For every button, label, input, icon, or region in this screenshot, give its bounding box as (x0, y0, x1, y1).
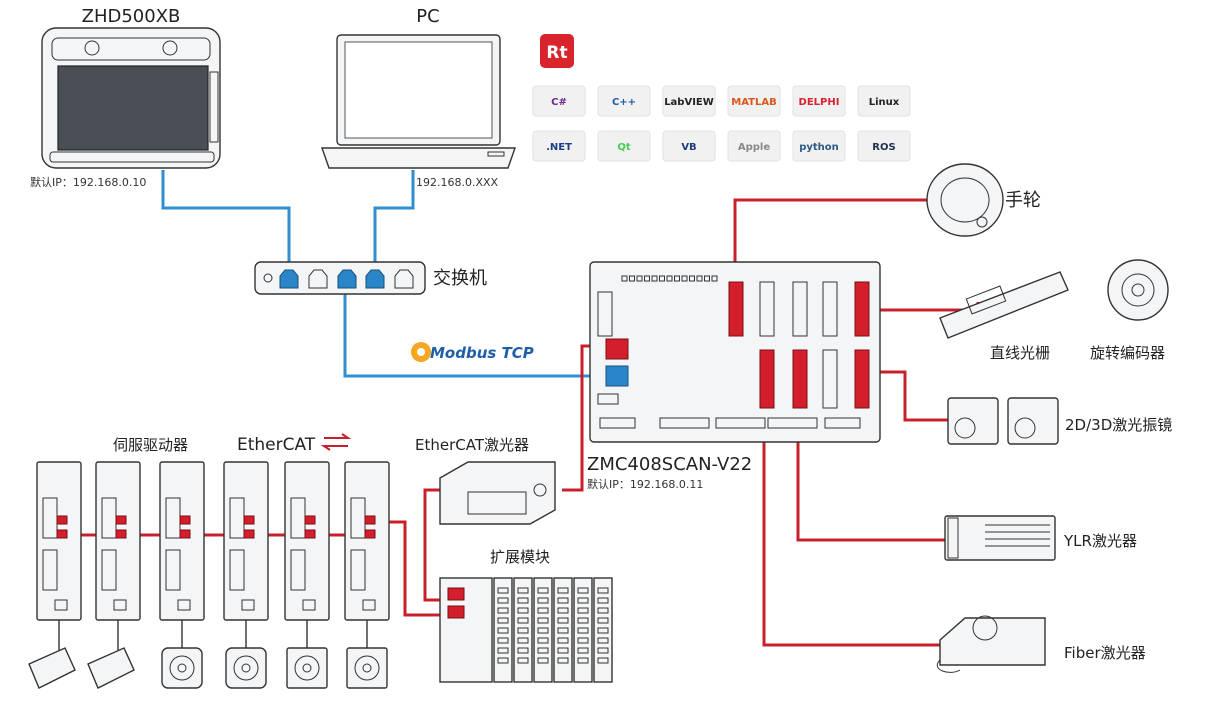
motor-group (28, 620, 388, 689)
servo-drive (344, 461, 390, 621)
switch-port (365, 269, 385, 289)
ethercat-logo-text: EtherCAT (237, 435, 316, 455)
io-slice (513, 577, 533, 683)
servo-drive (223, 461, 269, 621)
servo-motor (346, 647, 388, 689)
servo-motor (286, 647, 328, 689)
ylr-laser-device (944, 515, 1056, 561)
switch-port (337, 269, 357, 289)
servo-drive (284, 461, 330, 621)
controller-label: ZMC408SCAN-V22 (587, 454, 752, 475)
software-tile-label: python (799, 142, 839, 153)
fiber-label: Fiber激光器 (1064, 644, 1146, 662)
software-tile (532, 130, 586, 162)
software-tile (792, 130, 846, 162)
modbus-logo: Modbus TCP (411, 342, 534, 362)
software-tile (597, 130, 651, 162)
galvo-label: 2D/3D激光振镜 (1065, 416, 1172, 434)
software-tile (857, 130, 911, 162)
software-tile-label: ROS (872, 142, 895, 153)
io-slice (533, 577, 553, 683)
expansion-module-device (439, 577, 613, 683)
controller-ethercat-port (605, 338, 629, 360)
linear-scale-label: 直线光栅 (990, 344, 1050, 362)
software-icons-row-1: C# C++ LabVIEW MATLAB DELPHI Linux (532, 85, 911, 117)
pendant-device (41, 27, 221, 169)
software-tile-label: DELPHI (799, 97, 840, 108)
wire-switch-controller (343, 283, 610, 378)
handwheel-device (926, 163, 1004, 237)
svg-text:Rt: Rt (546, 43, 567, 63)
software-tile (792, 85, 846, 117)
software-tile-label: C++ (612, 97, 636, 108)
switch-label: 交换机 (433, 268, 487, 289)
software-tile-label: VB (681, 142, 696, 153)
ethercat-laser-device (439, 461, 556, 525)
software-tile (532, 85, 586, 117)
ethercat-laser-label: EtherCAT激光器 (415, 436, 529, 454)
linear-motor (28, 647, 76, 689)
servo-drive-group (36, 461, 390, 621)
servo-drives-label: 伺服驱动器 (113, 436, 188, 454)
switch-port (394, 269, 414, 289)
pendant-screen (57, 65, 209, 151)
software-tile (727, 130, 781, 162)
software-tile (857, 85, 911, 117)
handwheel-label: 手轮 (1005, 190, 1041, 211)
servo-drive (159, 461, 205, 621)
wire-fiber (762, 372, 940, 647)
software-tile-label: Linux (869, 97, 900, 108)
servo-motor (161, 647, 203, 689)
servo-drive (95, 461, 141, 621)
software-tile (727, 85, 781, 117)
software-tile (662, 85, 716, 117)
software-tile-label: Qt (617, 142, 631, 153)
network-switch (254, 261, 426, 295)
linear-motor (87, 647, 135, 689)
linear-scale-device (939, 271, 1069, 339)
wire-pendant-switch (161, 170, 291, 283)
rotary-encoder-device (1107, 259, 1169, 321)
modbus-label: Modbus TCP (430, 344, 534, 362)
io-slice (493, 577, 513, 683)
controller-device (589, 261, 881, 443)
controller-ethernet-port (605, 365, 629, 387)
pendant-ip-label: 默认IP：192.168.0.10 (30, 176, 146, 189)
wire-pc-switch (373, 170, 415, 283)
wire-ethercat-chain (423, 488, 448, 602)
software-tile-label: C# (551, 97, 567, 108)
ylr-label: YLR激光器 (1063, 532, 1137, 550)
software-tile-label: .NET (546, 142, 572, 153)
software-icons-row-2: .NET Qt VB Apple python ROS (532, 130, 911, 162)
controller-ip-label: 默认IP：192.168.0.11 (587, 478, 703, 491)
galvo-device (947, 397, 1059, 445)
io-slice (553, 577, 573, 683)
software-tile (662, 130, 716, 162)
io-slice (593, 577, 613, 683)
pc-ip-label: 192.168.0.XXX (416, 176, 499, 189)
switch-port (279, 269, 299, 289)
servo-motor (225, 647, 267, 689)
fiber-laser-device (937, 615, 1046, 673)
wire-galvo (862, 370, 948, 422)
pendant-label: ZHD500XB (82, 6, 181, 27)
software-tile-label: LabVIEW (664, 97, 714, 108)
software-tile-label: MATLAB (731, 97, 776, 108)
io-slice (573, 577, 593, 683)
ethercat-logo: EtherCAT (237, 433, 352, 455)
ethernet-wires (161, 170, 610, 378)
pc-device (321, 34, 516, 169)
software-tile (597, 85, 651, 117)
pc-label: PC (416, 6, 439, 27)
expansion-module-label: 扩展模块 (490, 548, 550, 566)
switch-port (308, 269, 328, 289)
rt-logo: Rt (540, 34, 574, 68)
rotary-encoder-label: 旋转编码器 (1090, 344, 1165, 362)
servo-drive (36, 461, 82, 621)
software-tile-label: Apple (738, 142, 770, 153)
